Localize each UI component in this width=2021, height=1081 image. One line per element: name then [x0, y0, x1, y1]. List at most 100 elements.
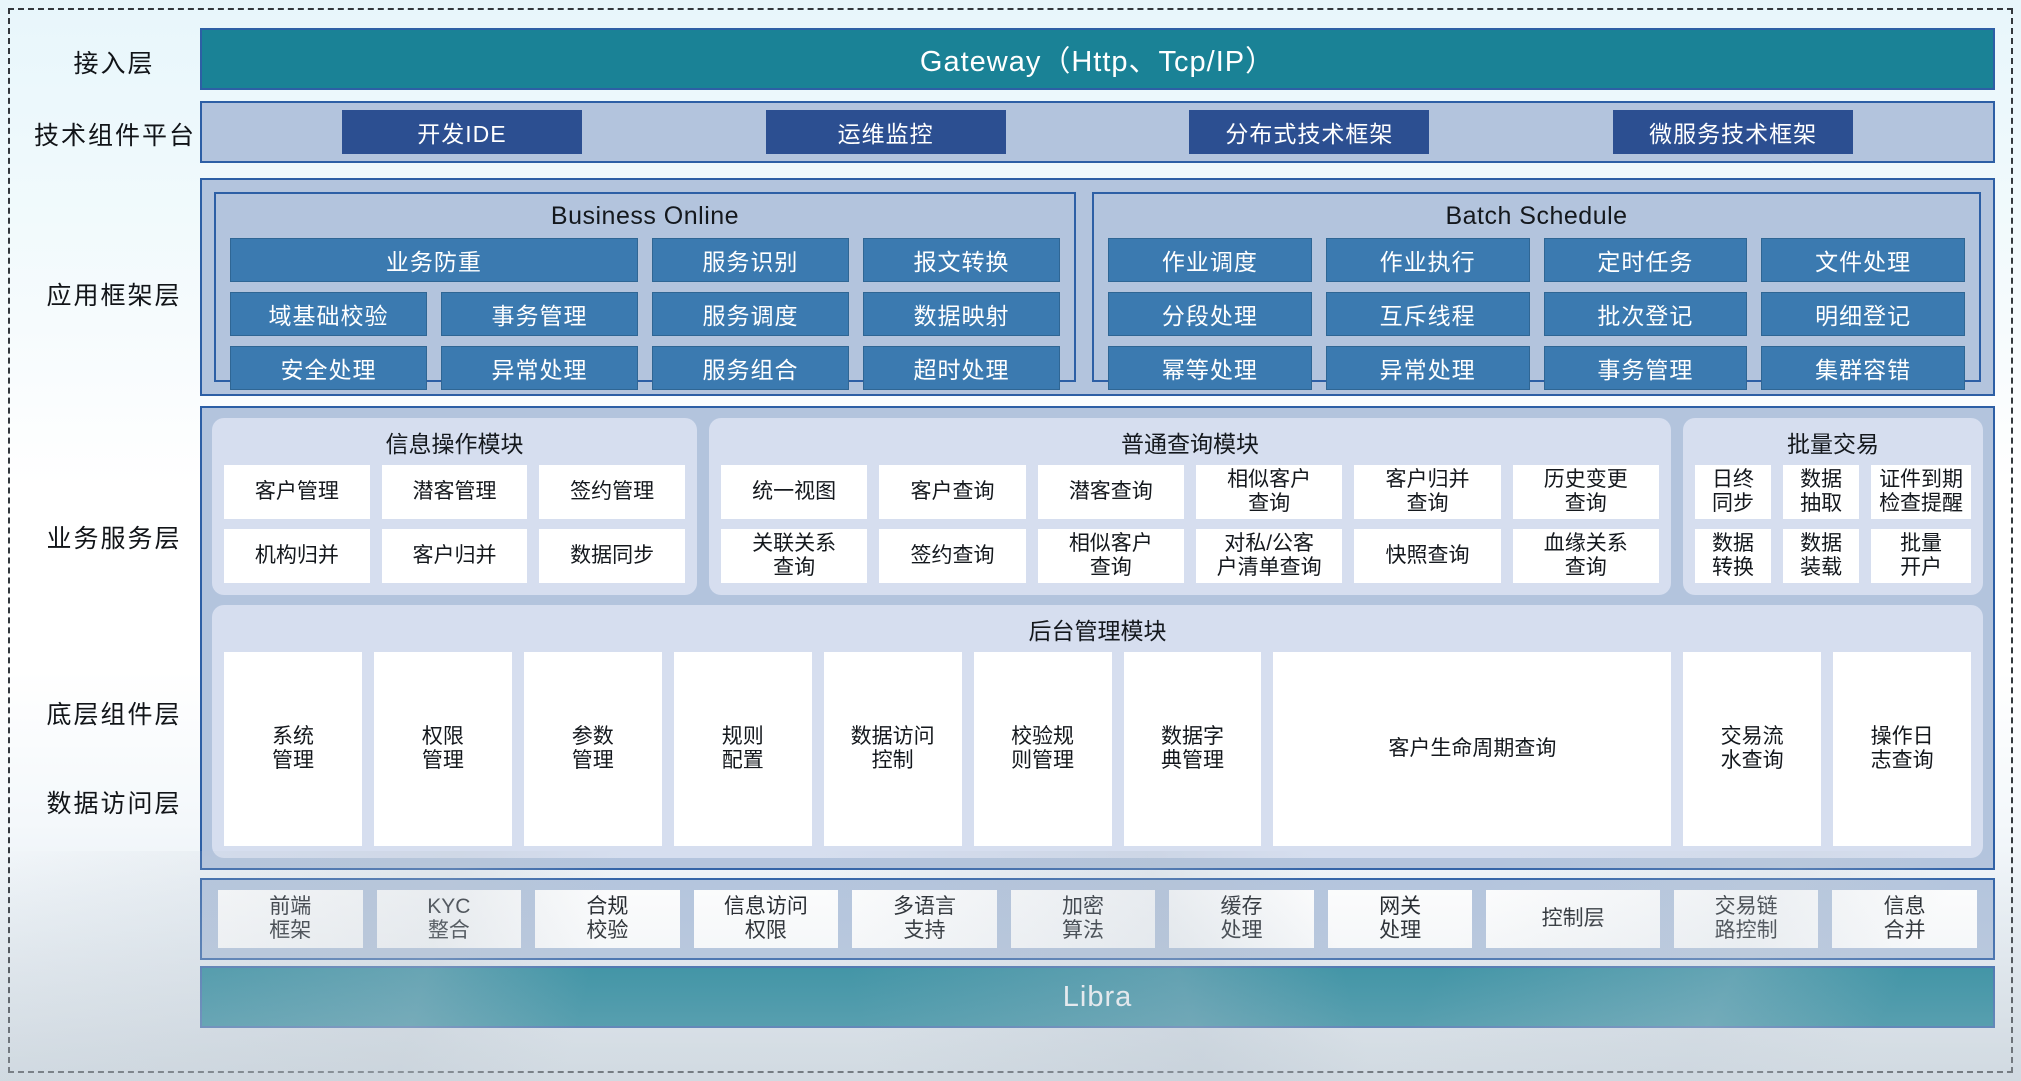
- app-chip-ywfz[interactable]: 业务防重: [230, 238, 638, 282]
- comp-cell-dyyzc[interactable]: 多语言 支持: [852, 890, 997, 948]
- app-chip-bwzh[interactable]: 报文转换: [862, 238, 1060, 282]
- app-chip-swgl2[interactable]: 事务管理: [1543, 346, 1748, 390]
- comp-cell-hccl[interactable]: 缓存 处理: [1169, 890, 1314, 948]
- biz-row: 系统 管理 权限 管理 参数 管理 规则 配置 数据访问 控制 校验规 则管理 …: [224, 652, 1972, 846]
- app-chip-fwdd[interactable]: 服务调度: [652, 292, 849, 336]
- biz-cell-jggb[interactable]: 机构归并: [224, 529, 370, 583]
- biz-module-title-general-query: 普通查询模块: [1121, 431, 1259, 457]
- biz-cell-csgl[interactable]: 参数 管理: [523, 652, 662, 846]
- biz-cell-rztb[interactable]: 日终 同步: [1695, 465, 1772, 519]
- tech-chip-microservice[interactable]: 微服务技术框架: [1613, 110, 1854, 154]
- layer-label-tech: 技术组件平台: [34, 122, 197, 150]
- biz-module-admin: 后台管理模块 系统 管理 权限 管理 参数 管理 规则 配置 数据访问 控制 校…: [212, 605, 1983, 858]
- layer-label-access: 接入层: [73, 50, 155, 78]
- comp-cell-qdkj[interactable]: 前端 框架: [218, 890, 363, 948]
- biz-cell-qxgl[interactable]: 权限 管理: [373, 652, 512, 846]
- biz-cell-gzpz[interactable]: 规则 配置: [673, 652, 812, 846]
- tech-chip-ide[interactable]: 开发IDE: [341, 110, 582, 154]
- app-chip-yccl2[interactable]: 异常处理: [1325, 346, 1530, 390]
- biz-cell-khcx[interactable]: 客户查询: [879, 465, 1026, 519]
- biz-row: 数据 转换 数据 装载 批量 开户: [1695, 529, 1971, 583]
- app-chip-yjcjy[interactable]: 域基础校验: [230, 292, 427, 336]
- comp-cell-kyc[interactable]: KYC 整合: [376, 890, 522, 948]
- biz-cell-sjzh[interactable]: 数据 转换: [1695, 529, 1772, 583]
- biz-cell-qkgl[interactable]: 潜客管理: [381, 465, 528, 519]
- biz-cell-jylscx[interactable]: 交易流 水查询: [1683, 652, 1822, 846]
- biz-cell-xskhcx[interactable]: 相似客户 查询: [1195, 465, 1343, 519]
- biz-cell-czrzcx[interactable]: 操作日 志查询: [1833, 652, 1972, 846]
- biz-cell-lsbgcx[interactable]: 历史变更 查询: [1512, 465, 1659, 519]
- biz-cell-qygl[interactable]: 签约管理: [539, 465, 686, 519]
- tech-chip-distributed[interactable]: 分布式技术框架: [1189, 110, 1430, 154]
- biz-row: 关联关系 查询 签约查询 相似客户 查询 对私/公客 户清单查询 快照查询 血缘…: [721, 529, 1659, 583]
- biz-cell-sjtb[interactable]: 数据同步: [539, 529, 686, 583]
- biz-cell-xskhcx2[interactable]: 相似客户 查询: [1037, 529, 1184, 583]
- component-layer-band: 前端 框架 KYC 整合 合规 校验 信息访问 权限 多语言 支持 加密 算法 …: [200, 878, 1995, 960]
- app-chip-fdcl[interactable]: 分段处理: [1108, 292, 1312, 336]
- app-chip-mxdj[interactable]: 明细登记: [1761, 292, 1965, 336]
- biz-module-title-info-operation: 信息操作模块: [385, 431, 524, 457]
- app-chip-mdcl[interactable]: 幂等处理: [1108, 346, 1312, 390]
- biz-rows-info-operation: 客户管理 潜客管理 签约管理 机构归并 客户归并 数据同步: [224, 465, 686, 583]
- app-chip-jqrc[interactable]: 集群容错: [1761, 346, 1965, 390]
- libra-bar[interactable]: Libra: [200, 966, 1995, 1028]
- biz-cell-xygxcx[interactable]: 血缘关系 查询: [1512, 529, 1659, 583]
- app-chip-dsrw[interactable]: 定时任务: [1543, 238, 1748, 282]
- biz-row: 客户管理 潜客管理 签约管理: [224, 465, 686, 519]
- biz-cell-xtgl[interactable]: 系统 管理: [224, 652, 362, 846]
- biz-cell-qkcx[interactable]: 潜客查询: [1037, 465, 1184, 519]
- biz-cell-sjfwkz[interactable]: 数据访问 控制: [823, 652, 962, 846]
- biz-cell-khgb[interactable]: 客户归并: [381, 529, 528, 583]
- app-chip-cscl[interactable]: 超时处理: [863, 346, 1060, 390]
- app-chip-yccl[interactable]: 异常处理: [441, 346, 638, 390]
- biz-module-title-admin: 后台管理模块: [1028, 618, 1167, 644]
- app-chip-fwsb[interactable]: 服务识别: [651, 238, 849, 282]
- layer-label-business: 业务服务层: [46, 525, 182, 553]
- comp-cell-kzc[interactable]: 控制层: [1486, 890, 1660, 948]
- biz-cell-dsgkhqd[interactable]: 对私/公客 户清单查询: [1195, 529, 1343, 583]
- biz-cell-khgbcx[interactable]: 客户归并 查询: [1354, 465, 1501, 519]
- app-chip-aqcl[interactable]: 安全处理: [230, 346, 427, 390]
- comp-cell-hgjy[interactable]: 合规 校验: [535, 890, 680, 948]
- tech-chip-ops-monitor[interactable]: 运维监控: [765, 110, 1006, 154]
- app-row: 作业调度 作业执行 定时任务 文件处理: [1108, 238, 1965, 282]
- comp-cell-jmsf[interactable]: 加密 算法: [1010, 890, 1156, 948]
- biz-cell-plkh[interactable]: 批量 开户: [1871, 529, 1971, 583]
- business-modules-row: 信息操作模块 客户管理 潜客管理 签约管理 机构归并 客户归并 数据同步: [212, 418, 1983, 595]
- biz-cell-khgl[interactable]: 客户管理: [224, 465, 370, 519]
- layer-label-data-access: 数据访问层: [46, 790, 182, 818]
- app-chip-pcdj[interactable]: 批次登记: [1543, 292, 1748, 336]
- biz-cell-zjdqjctx[interactable]: 证件到期 检查提醒: [1871, 465, 1971, 519]
- app-group-title-business-online: Business Online: [550, 202, 740, 230]
- biz-cell-sjzz[interactable]: 数据 装载: [1783, 529, 1860, 583]
- business-service-band: 信息操作模块 客户管理 潜客管理 签约管理 机构归并 客户归并 数据同步: [200, 406, 1995, 870]
- biz-cell-kzcx[interactable]: 快照查询: [1354, 529, 1501, 583]
- app-chip-wjcl[interactable]: 文件处理: [1761, 238, 1965, 282]
- app-chip-hcxc[interactable]: 互斥线程: [1325, 292, 1530, 336]
- biz-cell-tysv[interactable]: 统一视图: [721, 465, 868, 519]
- biz-module-title-batch-transaction: 批量交易: [1787, 431, 1879, 457]
- gateway-bar[interactable]: Gateway（Http、Tcp/IP）: [200, 28, 1995, 90]
- app-chip-zydd[interactable]: 作业调度: [1108, 238, 1312, 282]
- biz-cell-sjzdgl[interactable]: 数据字 典管理: [1123, 652, 1262, 846]
- biz-rows-batch-transaction: 日终 同步 数据 抽取 证件到期 检查提醒 数据 转换 数据 装载 批量 开户: [1695, 465, 1971, 583]
- comp-cell-wgcl[interactable]: 网关 处理: [1327, 890, 1473, 948]
- layer-label-component: 底层组件层: [46, 701, 182, 729]
- comp-cell-xxhb[interactable]: 信息 合并: [1832, 890, 1977, 948]
- comp-cell-xxfwqx[interactable]: 信息访问 权限: [693, 890, 839, 948]
- biz-cell-khsmzqcx[interactable]: 客户生命周期查询: [1273, 652, 1672, 846]
- app-chip-fwzh[interactable]: 服务组合: [652, 346, 849, 390]
- app-chip-sjys[interactable]: 数据映射: [863, 292, 1060, 336]
- app-chip-zyzx[interactable]: 作业执行: [1325, 238, 1530, 282]
- biz-cell-glgxcx[interactable]: 关联关系 查询: [721, 529, 868, 583]
- tech-platform-band: 开发IDE 运维监控 分布式技术框架 微服务技术框架: [200, 101, 1995, 163]
- app-chip-swgl[interactable]: 事务管理: [441, 292, 638, 336]
- biz-row: 机构归并 客户归并 数据同步: [224, 529, 686, 583]
- biz-cell-sjcq[interactable]: 数据 抽取: [1783, 465, 1860, 519]
- biz-cell-jygzgl[interactable]: 校验规 则管理: [973, 652, 1112, 846]
- comp-cell-jylkz[interactable]: 交易链 路控制: [1673, 890, 1819, 948]
- app-group-title-batch-schedule: Batch Schedule: [1445, 202, 1628, 230]
- biz-cell-qycx[interactable]: 签约查询: [879, 529, 1026, 583]
- app-framework-band: Business Online 业务防重 服务识别 报文转换 域基础校验 事务管…: [200, 178, 1995, 396]
